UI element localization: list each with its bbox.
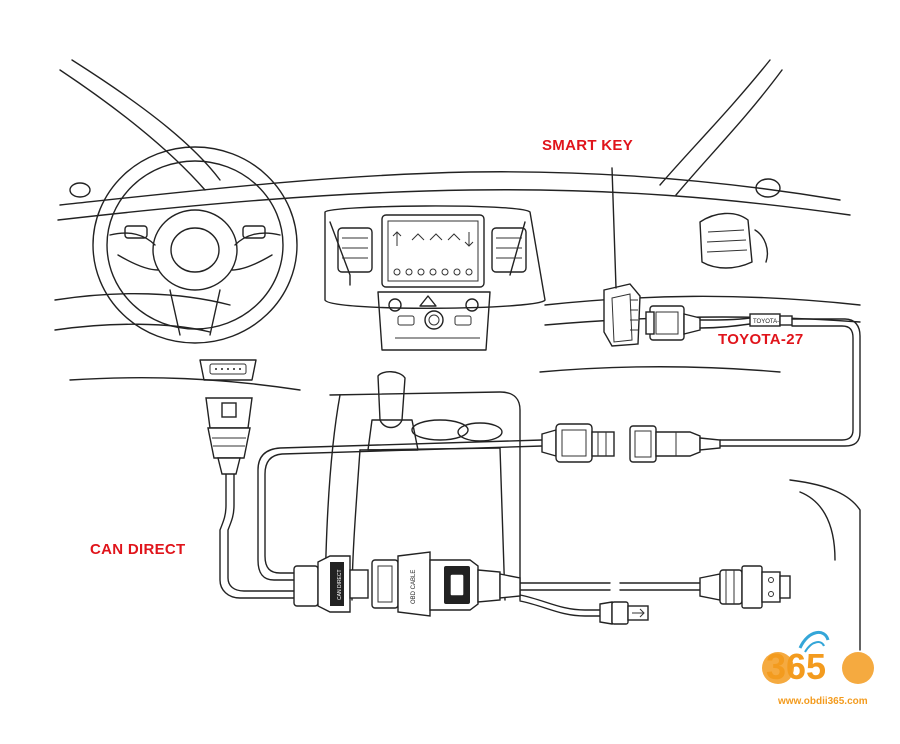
steering-wheel-icon bbox=[92, 146, 298, 344]
screen-icons bbox=[392, 231, 474, 276]
usb-plug-icon bbox=[599, 601, 649, 625]
obd-plug-connector bbox=[205, 397, 253, 475]
toyota-plug-tag: TOYOTA-27 bbox=[753, 319, 786, 325]
smart-key-module-icon bbox=[603, 283, 641, 347]
watermark-url: www.obdii365.com bbox=[778, 696, 868, 707]
watermark-logo-icon bbox=[762, 631, 874, 684]
cable-lines bbox=[219, 318, 861, 617]
toyota-connector: TOYOTA-27 bbox=[645, 305, 793, 341]
obd-port-icon bbox=[199, 359, 257, 381]
smart-key-label: SMART KEY bbox=[542, 137, 634, 154]
obd-plug-text: OBD CABLE bbox=[411, 570, 417, 604]
db9-connector-icon bbox=[699, 565, 791, 609]
main-obd-cable-connector: OBD CABLE bbox=[397, 551, 521, 617]
smart-key-pointer bbox=[611, 167, 617, 289]
can-plug-text: CAN DIRECT bbox=[337, 569, 343, 600]
can-direct-connector: CAN DIRECT bbox=[293, 555, 399, 613]
watermark-digits: 365 bbox=[766, 646, 827, 687]
can-direct-label: CAN DIRECT bbox=[90, 541, 186, 558]
toyota-27-label: TOYOTA-27 bbox=[718, 331, 804, 348]
cable-connector-icon bbox=[541, 423, 721, 463]
